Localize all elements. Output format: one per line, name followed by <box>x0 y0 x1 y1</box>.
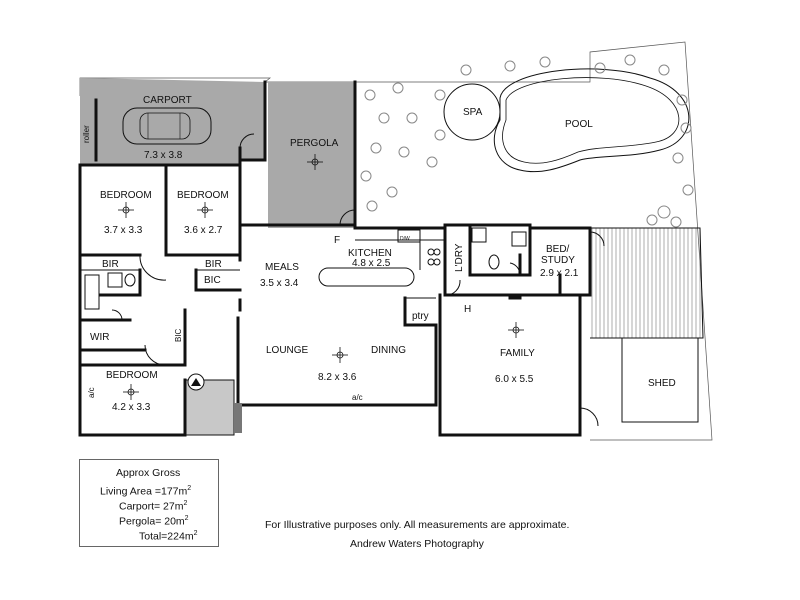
stair-arrow-icon <box>187 373 205 391</box>
light-fixture-icon <box>307 154 323 170</box>
tree-icon <box>624 54 636 66</box>
pergola-area <box>268 82 355 228</box>
tree-icon <box>406 112 418 124</box>
door-swing-icon <box>111 133 605 427</box>
family-size: 6.0 x 5.5 <box>495 374 534 385</box>
tree-icon <box>364 89 376 101</box>
bedroom2-size: 3.6 x 2.7 <box>184 225 223 236</box>
dining-label: DINING <box>371 345 406 356</box>
meals-size: 3.5 x 3.4 <box>260 278 299 289</box>
carport-area <box>80 78 265 165</box>
photographer-credit: Andrew Waters Photography <box>350 538 484 550</box>
carport-size: 7.3 x 3.8 <box>144 150 183 161</box>
tree-icon <box>392 82 404 94</box>
pergola-label: PERGOLA <box>290 138 339 149</box>
disclaimer-text: For Illustrative purposes only. All meas… <box>265 519 570 531</box>
area-summary: Approx Gross Living Area =177m2 Carport=… <box>79 459 219 547</box>
bic2-label: BIC <box>174 328 183 342</box>
ptry-label: ptry <box>412 311 429 322</box>
light-fixture-icon <box>508 322 524 338</box>
tree-icon <box>460 64 472 76</box>
tree-icon <box>646 214 658 226</box>
fridge-label: F <box>334 235 340 246</box>
bir2-label: BIR <box>205 259 222 270</box>
kitchen-size: 4.8 x 2.5 <box>352 258 391 269</box>
dw-label: D/W <box>400 236 410 242</box>
ac2-label: a/c <box>352 393 363 402</box>
house-walls <box>78 80 592 437</box>
tree-icon <box>594 62 606 74</box>
tree-icon <box>676 94 688 106</box>
h-label: H <box>464 304 471 315</box>
spa-label: SPA <box>463 107 483 118</box>
lounge-label: LOUNGE <box>266 345 309 356</box>
tree-icon <box>426 156 438 168</box>
bedstudy-size: 2.9 x 2.1 <box>540 268 579 279</box>
bedroom1-size: 3.7 x 3.3 <box>104 225 143 236</box>
lounge-dining-size: 8.2 x 3.6 <box>318 372 357 383</box>
tree-icon <box>682 184 694 196</box>
tree-icon <box>680 122 692 134</box>
light-fixture-icon <box>118 202 134 218</box>
bath-fixtures <box>84 227 527 310</box>
tree-icon <box>370 142 382 154</box>
yard-boundary <box>79 41 713 441</box>
tree-icon <box>366 200 378 212</box>
tree-icon <box>670 216 682 228</box>
meals-label: MEALS <box>265 262 299 273</box>
light-fixture-group <box>118 154 524 400</box>
bedstudy-label-2: STUDY <box>541 255 575 266</box>
shed-label: SHED <box>648 378 676 389</box>
deck-hatch <box>591 228 701 338</box>
car-icon <box>122 107 212 145</box>
pool-label: POOL <box>565 119 593 130</box>
tree-icon <box>539 56 551 68</box>
light-fixture-icon <box>197 202 213 218</box>
tree-icon <box>398 146 410 158</box>
kitchen-label: KITCHEN <box>348 248 392 259</box>
tree-group <box>360 54 694 228</box>
shed-outline <box>621 337 699 423</box>
area-title: Approx Gross <box>116 467 181 479</box>
tree-icon <box>378 112 390 124</box>
roller-label: roller <box>82 125 91 143</box>
ac1-label: a/c <box>87 387 96 398</box>
tree-icon <box>504 60 516 72</box>
light-fixture-icon <box>123 384 139 400</box>
bedroom3-label: BEDROOM <box>106 370 158 381</box>
wir-label: WIR <box>90 332 109 343</box>
tree-icon <box>672 152 684 164</box>
tree-icon <box>434 89 446 101</box>
bedroom2-label: BEDROOM <box>177 190 229 201</box>
tree-icon <box>360 170 372 182</box>
area-carport: Carport= 27m2 <box>119 500 188 513</box>
family-label: FAMILY <box>500 348 535 359</box>
area-pergola: Pergola= 20m2 <box>119 515 189 528</box>
area-living: Living Area =177m2 <box>100 485 192 498</box>
area-total: Total=224m2 <box>139 530 198 543</box>
bir1-label: BIR <box>102 259 119 270</box>
ldry-label: L'DRY <box>454 243 465 272</box>
bedstudy-label-1: BED/ <box>546 244 570 255</box>
bedroom1-label: BEDROOM <box>100 190 152 201</box>
carport-label: CARPORT <box>143 95 192 106</box>
tree-icon <box>658 64 670 76</box>
bedroom3-size: 4.2 x 3.3 <box>112 402 151 413</box>
tree-icon <box>657 205 671 219</box>
bic1-label: BIC <box>204 275 221 286</box>
kitchen-island <box>318 228 445 287</box>
tree-icon <box>386 186 398 198</box>
tree-icon <box>434 129 446 141</box>
light-fixture-icon <box>332 347 348 363</box>
